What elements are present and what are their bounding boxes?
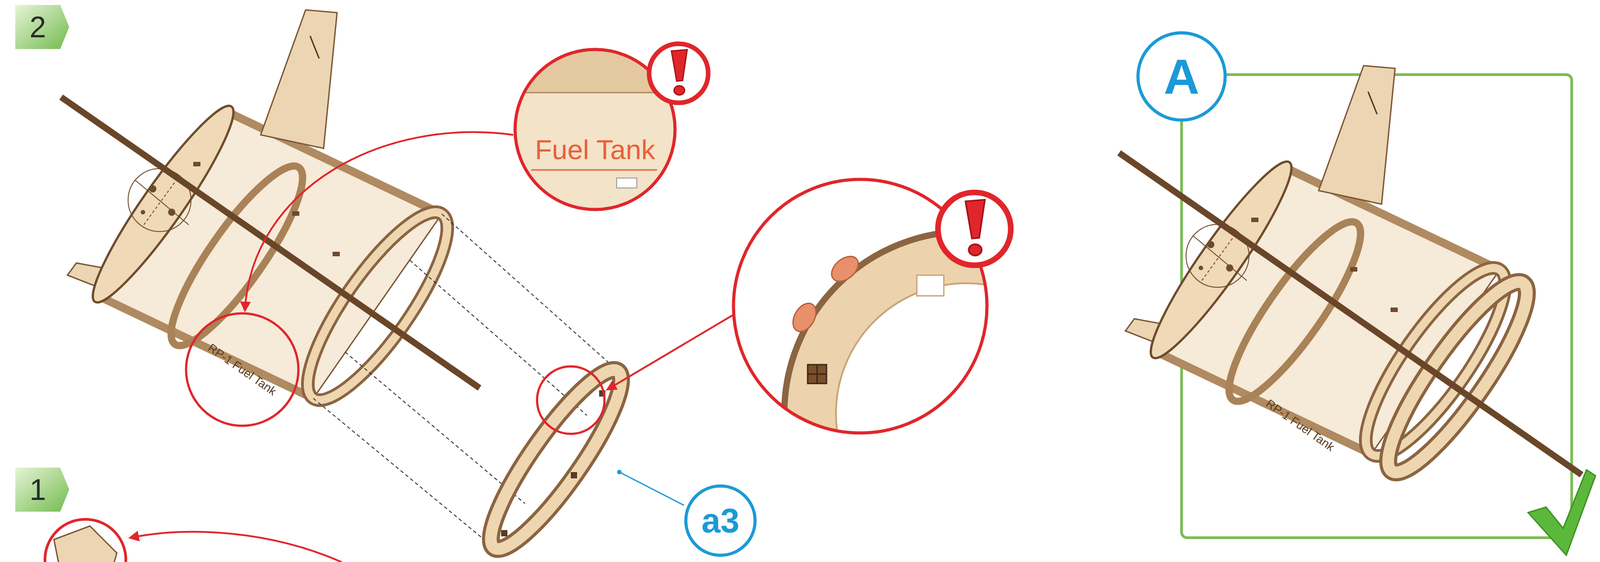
leader-line <box>619 471 685 506</box>
zoom-callout: Fuel Tank <box>513 47 677 212</box>
ring-part <box>570 471 578 479</box>
step-tag <box>15 4 70 49</box>
callout-circle <box>1137 32 1226 120</box>
ring-zoom <box>807 373 827 375</box>
explode-guides <box>313 398 495 548</box>
callout-arrow <box>607 314 734 390</box>
rocket-left <box>61 97 480 388</box>
rocket-left <box>61 9 480 417</box>
ring-zoom <box>811 258 1122 562</box>
explode-guides <box>409 260 587 416</box>
step-number: 1 <box>15 467 70 512</box>
step-number: 2 <box>15 4 70 49</box>
rocket-left <box>67 9 469 417</box>
ring-zoom <box>937 192 1011 266</box>
step1-zoom <box>44 519 126 562</box>
callout-circle <box>685 485 756 556</box>
ring-part <box>501 529 508 537</box>
ring-zoom <box>826 251 863 286</box>
highlight-circle <box>186 313 299 426</box>
explode-guides <box>345 351 525 504</box>
ring-part <box>473 356 638 562</box>
explode-guides <box>313 213 618 548</box>
rocket-right <box>1369 267 1546 487</box>
ring-zoom <box>916 275 944 296</box>
engraved-label: RP-1 Fuel Tank <box>1263 396 1338 454</box>
step1-zoom <box>44 519 342 562</box>
rocket-right <box>1119 152 1582 475</box>
explode-guides <box>441 213 618 371</box>
callout-arrow <box>244 132 514 311</box>
ring-part <box>473 356 638 562</box>
result-callout: A <box>1135 30 1228 123</box>
ring-zoom <box>835 283 1097 544</box>
step1-zoom <box>130 531 342 562</box>
ring-zoom <box>788 299 821 336</box>
step1-zoom <box>44 519 126 562</box>
ring-zoom <box>807 364 827 384</box>
step-number-text: 1 <box>29 474 47 505</box>
step-number-text: 2 <box>29 12 47 42</box>
callout-text: Fuel Tank <box>534 135 656 164</box>
rocket-right <box>1369 267 1546 487</box>
step1-zoom <box>53 525 117 562</box>
warning-icon <box>645 40 712 107</box>
highlight-circle <box>537 366 605 434</box>
rocket-right <box>1119 65 1582 487</box>
ring-zoom <box>784 231 1149 562</box>
engraved-label: RP-1 Fuel Tank <box>205 341 280 398</box>
ring-part <box>473 356 638 562</box>
check-mark <box>1528 469 1596 556</box>
callout-text: a3 <box>701 503 740 538</box>
step-tag <box>15 467 70 512</box>
callout-text: A <box>1163 51 1200 102</box>
part-callout: a3 <box>683 483 758 558</box>
step1-zoom <box>53 525 117 562</box>
ring-zoom <box>733 179 1149 562</box>
ring-zoom <box>784 231 1149 562</box>
